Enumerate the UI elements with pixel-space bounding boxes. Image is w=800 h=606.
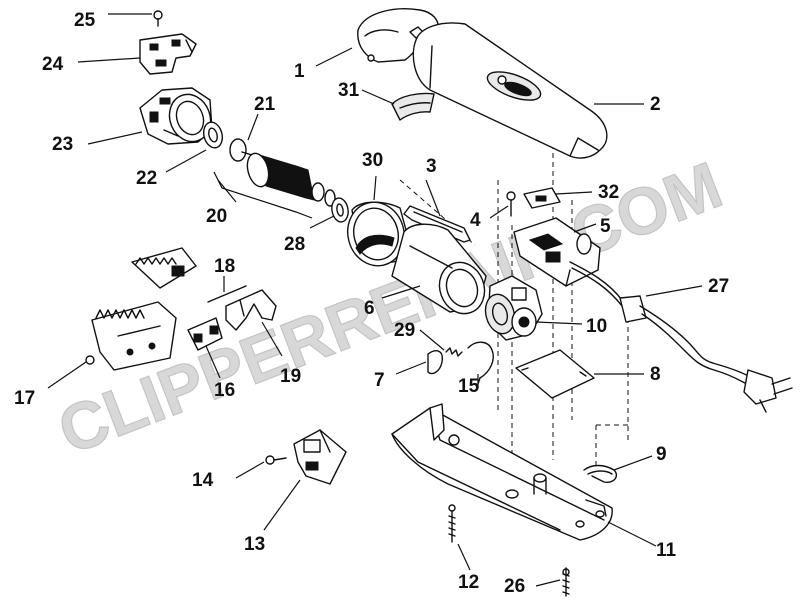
callout-28: 28 [284, 234, 305, 255]
callout-8: 8 [650, 364, 661, 385]
part-7-clip [427, 350, 443, 375]
callout-15: 15 [458, 376, 480, 397]
callout-23: 23 [52, 134, 73, 155]
leader-lines [47, 13, 703, 587]
part-17-screw [85, 355, 95, 365]
part-30-stator-sleeve [347, 201, 413, 267]
part-27-power-cord [619, 295, 793, 413]
part-17-main-blade [91, 301, 177, 371]
part-6-motor-can [391, 223, 487, 315]
callout-22: 22 [136, 168, 157, 189]
callout-29: 29 [394, 320, 415, 341]
callout-13: 13 [244, 534, 265, 555]
callout-10: 10 [586, 316, 607, 337]
part-2-top-cover [412, 22, 608, 159]
part-11-bottom-housing [391, 403, 613, 541]
callout-24: 24 [42, 54, 64, 75]
part-3-bracket-strip [403, 205, 471, 243]
callout-2: 2 [650, 94, 661, 115]
callout-14: 14 [192, 470, 214, 491]
part-26-screw [562, 567, 570, 597]
callout-26: 26 [504, 576, 525, 597]
callout-25: 25 [74, 10, 96, 31]
callout-12: 12 [458, 572, 479, 593]
callout-19: 19 [280, 366, 301, 387]
part-4-screw [506, 191, 516, 217]
callout-31: 31 [338, 80, 360, 101]
part-29-spring [445, 347, 463, 357]
part-12-screw [448, 504, 456, 543]
callout-21: 21 [254, 94, 276, 115]
part-8-insulator-sheet [515, 349, 595, 399]
part-9-spring-clip [583, 464, 618, 484]
part-14-screw [265, 455, 287, 465]
part-18-pin [207, 285, 247, 303]
callout-20: 20 [206, 206, 227, 227]
part-32-plate [523, 187, 561, 209]
part-5-switch-block [513, 217, 623, 307]
part-10-gear-housing [484, 275, 543, 341]
callout-11: 11 [656, 540, 677, 561]
part-13-latch-block [293, 429, 347, 485]
part-23-front-housing [139, 87, 213, 145]
callout-30: 30 [362, 150, 383, 171]
callout-7: 7 [374, 370, 385, 391]
part-24-bracket [139, 33, 197, 75]
callout-3: 3 [426, 156, 437, 177]
callout-4: 4 [470, 210, 481, 231]
callout-5: 5 [600, 216, 611, 237]
callout-17: 17 [14, 388, 35, 409]
part-16-blade-drive [187, 317, 223, 351]
callout-6: 6 [364, 298, 375, 319]
part-22-ring [202, 121, 224, 149]
part-19-blade-guide [225, 289, 277, 331]
callout-1: 1 [294, 61, 305, 82]
callout-18: 18 [214, 256, 235, 277]
callout-16: 16 [214, 380, 235, 401]
callout-9: 9 [656, 444, 667, 465]
part-28-bearing [331, 197, 349, 223]
cutter-blade [131, 247, 197, 289]
part-31-curved-strip [391, 92, 435, 121]
callout-27: 27 [708, 276, 729, 297]
callout-labels: 1 2 3 4 5 6 7 8 9 10 11 12 13 14 15 16 1… [14, 10, 729, 597]
callout-32: 32 [598, 182, 619, 203]
part-25-screw [153, 10, 163, 27]
